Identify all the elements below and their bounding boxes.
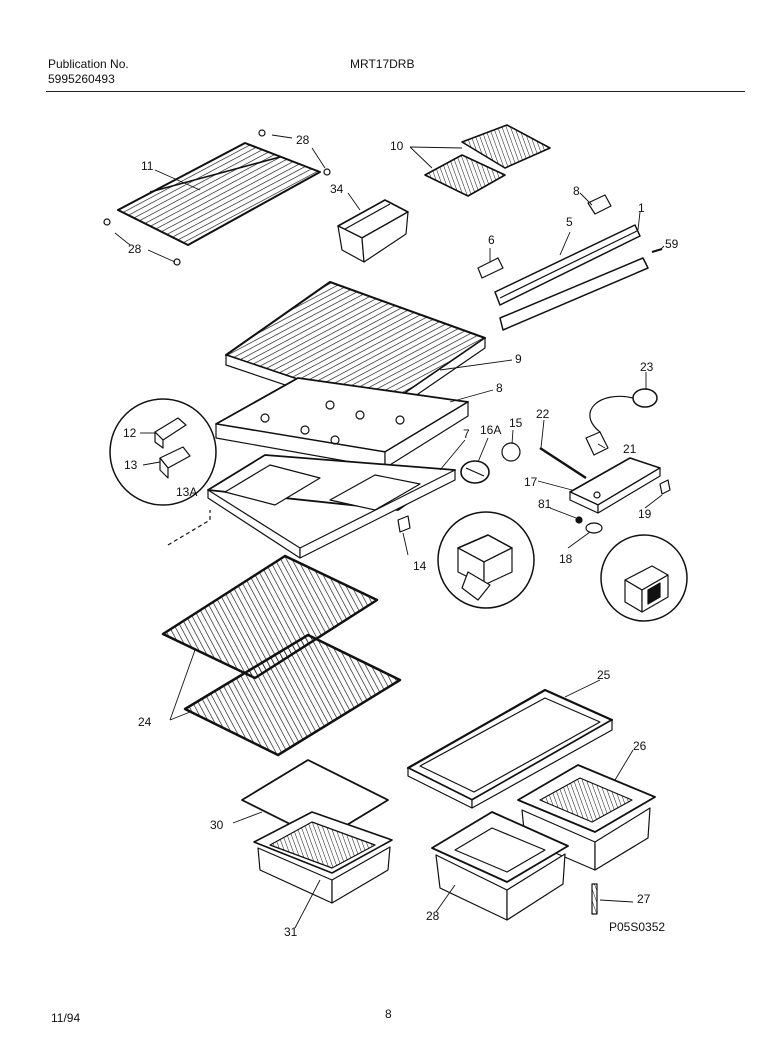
publication-label: Publication No.	[48, 57, 129, 71]
callout-label: 25	[597, 668, 611, 682]
callout-label: 10	[390, 139, 404, 153]
callout-label: 26	[633, 739, 647, 753]
callout-label: 12	[123, 426, 137, 440]
figure-code: P05S0352	[609, 920, 666, 934]
callout-label: 22	[536, 407, 550, 421]
callout-label: 13	[124, 458, 138, 472]
callout-label: 15	[509, 416, 523, 430]
meat-keeper	[241, 759, 393, 904]
callout-label: 1	[638, 201, 645, 215]
crisper-pan-middle	[431, 811, 569, 921]
page-number: 8	[385, 1007, 392, 1021]
leveling-bolt	[591, 883, 598, 915]
crisper-cover-frame	[406, 688, 614, 809]
model-number: MRT17DRB	[350, 57, 415, 71]
callout-label: 28	[128, 242, 142, 256]
control-housing-parts	[539, 388, 671, 534]
thermostat-knob-detail	[600, 534, 688, 622]
callout-label: 28	[426, 909, 440, 923]
control-rails	[477, 194, 663, 331]
callout-label: 21	[623, 442, 637, 456]
callout-label: 28	[296, 133, 310, 147]
callout-label: 18	[559, 552, 573, 566]
callout-label: 11	[141, 159, 154, 173]
callout-label: 13A	[176, 485, 198, 499]
callout-label: 31	[284, 925, 298, 939]
callout-label: 5	[566, 215, 573, 229]
callout-label: 24	[138, 715, 152, 729]
callout-label: 23	[640, 360, 654, 374]
publication-number: 5995260493	[48, 72, 115, 86]
callout-label: 8	[496, 381, 503, 395]
divider-pan	[215, 377, 469, 469]
callout-label: 81	[538, 497, 552, 511]
header-rule	[46, 91, 745, 92]
callout-label: 9	[515, 352, 522, 366]
light-socket-and-bulb	[460, 442, 521, 484]
callout-label: 14	[413, 559, 427, 573]
freezer-wire-shelf	[103, 129, 331, 266]
freezer-bin	[337, 199, 409, 263]
ice-trays	[424, 124, 551, 197]
leader-lines	[114, 134, 665, 929]
callout-label: 17	[524, 475, 538, 489]
detail-circle-damper	[109, 398, 217, 506]
refrigerator-shelves	[161, 554, 402, 757]
callout-label: 7	[463, 427, 470, 441]
callout-label: 30	[210, 818, 224, 832]
callout-label: 19	[638, 507, 652, 521]
callout-label: 27	[637, 892, 651, 906]
evaporator-cover	[167, 454, 456, 559]
callout-label: 6	[488, 233, 495, 247]
footer-date: 11/94	[51, 1011, 81, 1025]
crisper-pan-right	[517, 764, 656, 871]
callout-label: 16A	[480, 423, 502, 437]
callout-label: 59	[665, 237, 679, 251]
light-switch-detail	[397, 511, 535, 609]
callout-label: 34	[330, 182, 344, 196]
callout-label: 8	[573, 184, 580, 198]
